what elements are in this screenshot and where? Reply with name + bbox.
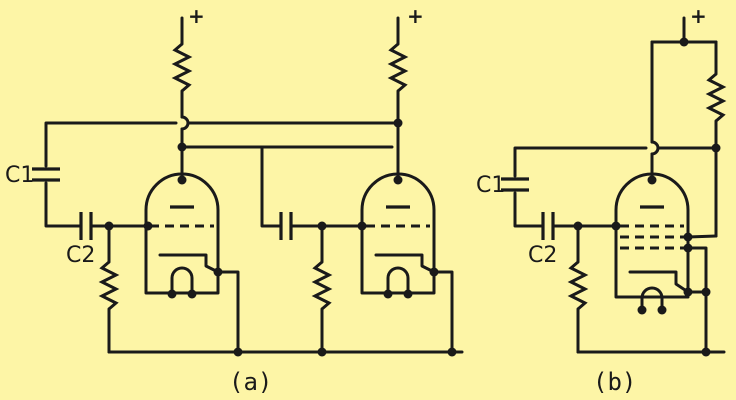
grid-resistor-2 bbox=[311, 260, 333, 311]
valve-2-heater-pin-b bbox=[403, 289, 413, 299]
suppressor-link-b bbox=[686, 246, 708, 294]
pentode-grid-pin bbox=[611, 221, 621, 231]
valve-1-heater-pin-a bbox=[167, 289, 177, 299]
ground-node-2 bbox=[317, 347, 327, 357]
c2-label: C2 bbox=[66, 243, 95, 268]
pentode-cathode bbox=[628, 270, 690, 294]
valve-1-heater-pin-b bbox=[187, 289, 197, 299]
plate-resistor-2 bbox=[387, 42, 409, 93]
cross-wire-b bbox=[260, 145, 282, 228]
valve-1-envelope bbox=[144, 172, 220, 295]
supply-plus-label-1: + bbox=[188, 4, 205, 28]
c2b-label: C2 bbox=[528, 243, 557, 268]
c1b-label: C1 bbox=[476, 173, 505, 198]
c1-to-c2-wire bbox=[44, 181, 82, 228]
valve-2-grid-pin bbox=[357, 221, 367, 231]
ground-node-b bbox=[701, 347, 711, 357]
circuit-a: + + C1 C2 bbox=[5, 4, 464, 396]
valve-2-anode-pin bbox=[393, 175, 403, 185]
grid-resistor-b bbox=[567, 260, 589, 311]
c1-label: C1 bbox=[5, 163, 34, 188]
valve-1-grid-pin bbox=[143, 221, 153, 231]
c1b-to-c2b-wire bbox=[513, 191, 544, 228]
valve-2-cathode bbox=[374, 253, 436, 274]
cathode-ground-1 bbox=[216, 270, 240, 354]
ground-node-1 bbox=[233, 347, 243, 357]
valve-2-heater-pin-a bbox=[383, 289, 393, 299]
pentode-heater-pin-a bbox=[637, 305, 647, 315]
valve-1-heater bbox=[170, 266, 194, 296]
valve-1-cathode bbox=[158, 253, 220, 274]
cathode-ground-2 bbox=[432, 270, 454, 354]
screen-link-b bbox=[686, 234, 718, 239]
cathode-ground-b bbox=[686, 290, 708, 354]
ground-node-3 bbox=[447, 347, 457, 357]
pentode-heater bbox=[640, 286, 664, 312]
c1-top-wire-b-left bbox=[513, 146, 648, 178]
pentode-heater-pin-b bbox=[657, 305, 667, 315]
grid-resistor-1 bbox=[98, 260, 120, 311]
caption-a: (a) bbox=[229, 368, 272, 396]
valve-2-heater bbox=[386, 266, 410, 296]
valve-2-envelope bbox=[360, 172, 436, 295]
pentode-envelope bbox=[614, 172, 690, 299]
supply-plus-label-2: + bbox=[407, 4, 424, 28]
circuit-b: + C1 C2 bbox=[476, 4, 727, 396]
caption-b: (b) bbox=[593, 368, 636, 396]
c1-top-wire-left bbox=[44, 121, 178, 168]
pentode-anode-pin bbox=[647, 175, 657, 185]
supply-plus-label-b: + bbox=[690, 4, 707, 28]
valve-1-anode-pin bbox=[177, 175, 187, 185]
screen-resistor-b bbox=[705, 72, 727, 123]
plate-resistor-1 bbox=[171, 42, 193, 93]
